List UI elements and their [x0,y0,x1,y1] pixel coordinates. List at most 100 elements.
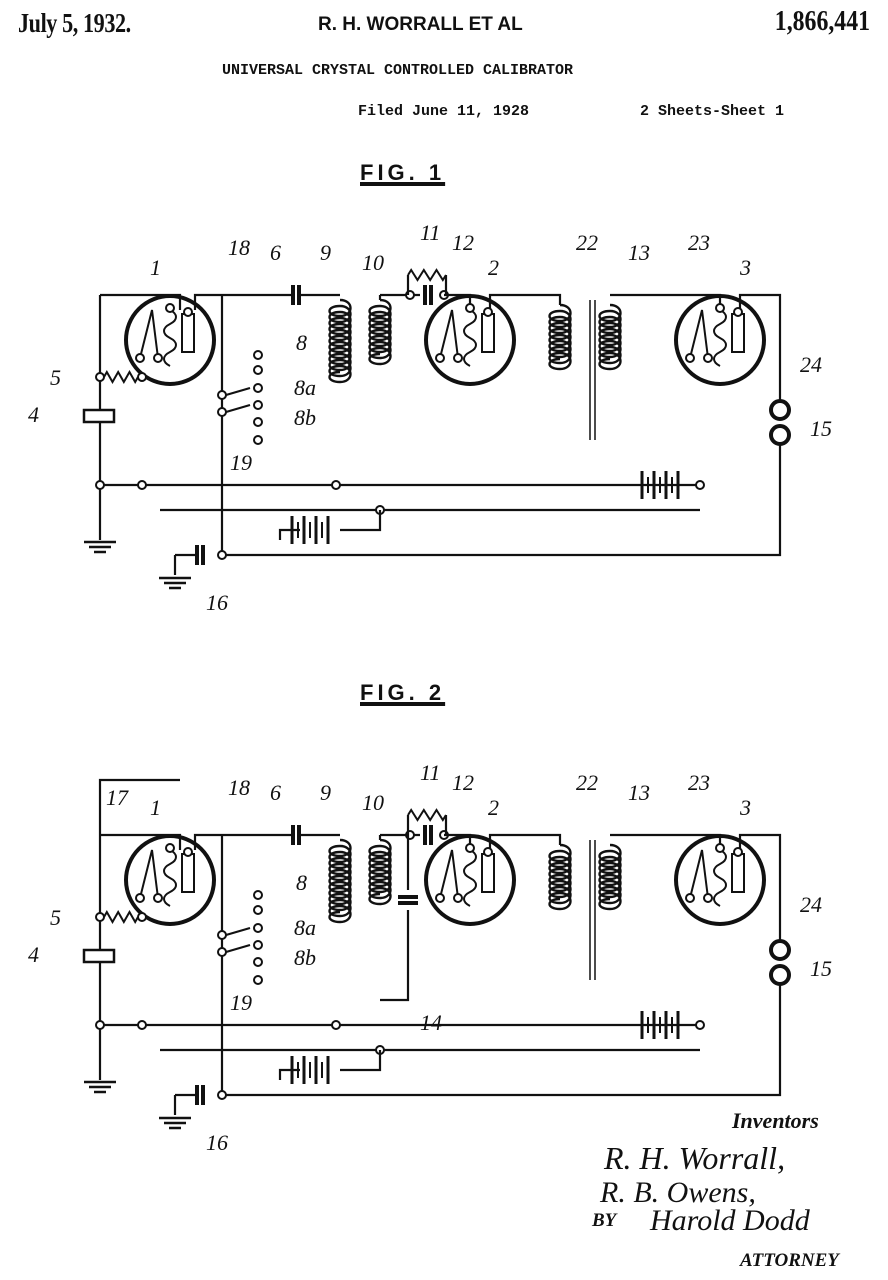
junction-node [733,307,743,317]
by-label: BY [592,1210,617,1231]
reference-number: 6 [270,240,281,265]
reference-number: 16 [206,1130,228,1155]
reference-number: 5 [50,905,61,930]
junction-node [253,383,263,393]
figure-1-label: FIG. 1 [360,160,446,185]
reference-number: 19 [230,990,252,1015]
wire [220,445,782,557]
reference-number: 12 [452,230,474,255]
tube-envelope [424,834,516,926]
wire [738,833,782,940]
wire [225,403,251,414]
crystal-4 [82,948,116,964]
tube-envelope [674,834,766,926]
junction-node [217,390,227,400]
junction-node [253,365,263,375]
junction-node [695,480,705,490]
reference-number: 16 [206,590,228,615]
junction-node [95,372,105,382]
reference-number: 15 [810,956,832,981]
transformer-secondary [598,303,622,371]
junction-node [165,303,175,313]
reference-number: 8a [294,375,316,400]
reference-number: 17 [106,785,129,810]
resistor [103,369,139,385]
reference-number: 18 [228,235,250,260]
attorney-label: ATTORNEY [740,1250,839,1271]
junction-node [465,303,475,313]
tube-grid [463,309,477,367]
reference-number: 2 [488,255,499,280]
inventor-signature-1: R. H. Worrall, [604,1140,786,1176]
reference-number: 11 [420,760,440,785]
patent-number: 1,866,441 [774,6,870,37]
junction-node [137,1020,147,1030]
wire [100,833,182,850]
reference-number: 10 [362,250,384,275]
junction-node [165,843,175,853]
sheet-info: 2 Sheets-Sheet 1 [640,103,785,120]
reference-number: 8a [294,915,316,940]
junction-node [435,353,445,363]
reference-number: 8b [294,405,316,430]
inventor-header: R. H. WORRALL ET AL [318,14,523,35]
junction-node [95,480,105,490]
junction-node [183,847,193,857]
vacuum-tube [124,834,216,926]
attorney-signature: Harold Dodd [650,1204,810,1237]
tube-grid [463,849,477,907]
crystal-4 [82,408,116,424]
inductor-9 [328,298,352,384]
junction-node [253,417,263,427]
resistor [103,909,139,925]
tube-filament [439,309,459,359]
junction-node [331,480,341,490]
reference-number: 13 [628,240,650,265]
reference-number: 8 [296,330,307,355]
reference-number: 15 [810,416,832,441]
junction-node [453,353,463,363]
reference-number: 24 [800,352,822,377]
junction-node [695,1020,705,1030]
junction-node [465,843,475,853]
reference-number: 18 [228,775,250,800]
junction-node [137,372,147,382]
inductor-9 [328,838,352,924]
tube-plate [731,313,745,353]
figure-2-label: FIG. 2 [360,680,446,705]
junction-node [715,843,725,853]
junction-node [483,307,493,317]
reference-number: 19 [230,450,252,475]
reference-number: 5 [50,365,61,390]
transformer-primary [548,843,572,911]
junction-node [137,912,147,922]
junction-node [733,847,743,857]
tube-filament [139,309,159,359]
wire [225,943,251,954]
wire [225,386,251,397]
tube-filament [439,849,459,899]
junction-node [137,480,147,490]
junction-node [253,957,263,967]
inductor-10 [368,838,392,906]
tube-filament [139,849,159,899]
tube-envelope [424,294,516,386]
patent-date: July 5, 1932. [18,8,131,38]
junction-node [135,353,145,363]
reference-number: 12 [452,770,474,795]
junction-node [253,400,263,410]
reference-number: 14 [420,1010,442,1035]
vacuum-tube [674,294,766,386]
reference-number: 11 [420,220,440,245]
filed-date: Filed June 11, 1928 [358,103,530,120]
wire [340,510,382,532]
reference-number: 8b [294,945,316,970]
wire [98,778,180,835]
reference-number: 2 [488,795,499,820]
junction-node [253,975,263,985]
reference-number: 8 [296,870,307,895]
reference-number: 22 [576,230,598,255]
junction-node [715,303,725,313]
